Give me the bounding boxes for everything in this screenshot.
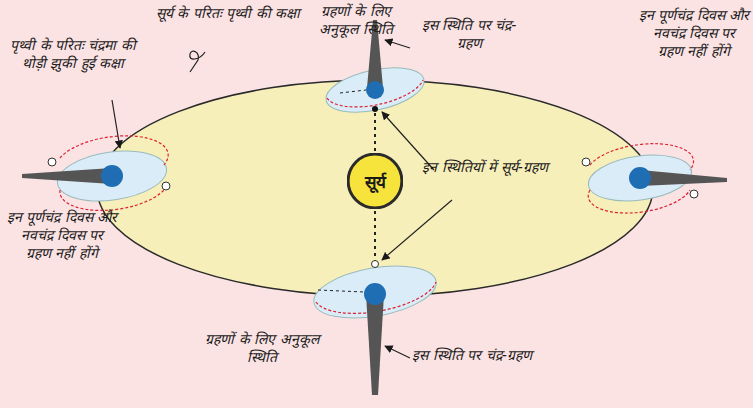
annotation-label: इस स्थिति पर चंद्र-ग्रहण [410, 346, 534, 364]
sun-label: सूर्य [365, 170, 386, 193]
annotation-label: ग्रहणों के लिए अनुकूल स्थिति [200, 330, 324, 366]
annotation-label: इन स्थितियों में सूर्य-ग्रहण [420, 158, 550, 176]
annotation-label: सूर्य के परितः पृथ्वी की कक्षा [148, 4, 308, 22]
annotation-label: इन पूर्णचंद्र दिवस और नवचंद्र दिवस पर ग्… [638, 6, 750, 61]
sun-circle: सूर्य [347, 153, 403, 209]
annotation-label: इन पूर्णचंद्र दिवस और नवचंद्र दिवस पर ग्… [6, 208, 118, 263]
annotation-label: ग्रहणों के लिए अनुकूल स्थिति [300, 2, 412, 38]
annotation-label: इस स्थिति पर चंद्र-ग्रहण [414, 16, 524, 52]
annotation-label: पृथ्वी के परितः चंद्रमा की थोड़ी झुकी हु… [6, 36, 140, 72]
